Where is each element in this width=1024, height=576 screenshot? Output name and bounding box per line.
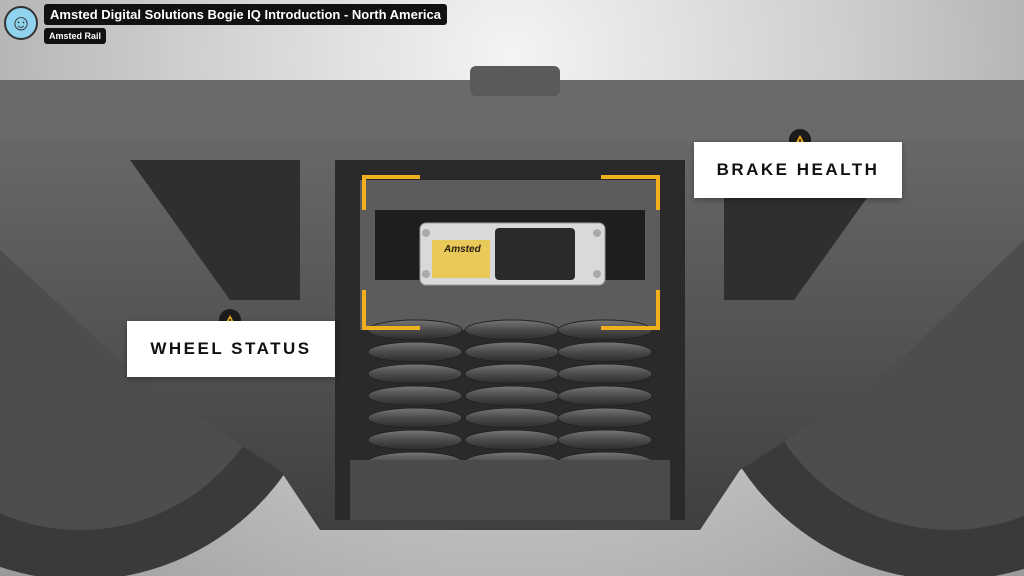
spring-coil: [367, 341, 463, 363]
springs: [367, 319, 653, 473]
spring-coil: [464, 407, 560, 429]
spring-coil: [557, 363, 653, 385]
video-title[interactable]: Amsted Digital Solutions Bogie IQ Introd…: [44, 4, 447, 25]
sensor-brand: Amsted: [444, 244, 481, 255]
spring-coil: [464, 319, 560, 341]
channel-name[interactable]: Amsted Rail: [44, 28, 107, 44]
spring-coil: [464, 385, 560, 407]
spring-coil: [367, 407, 463, 429]
spring-coil: [464, 341, 560, 363]
focus-brackets: [362, 175, 660, 330]
spring-coil: [367, 385, 463, 407]
spring-coil: [464, 429, 560, 451]
bogie-iq-sensor: [419, 222, 606, 286]
spring-coil: [367, 429, 463, 451]
spring-coil: [464, 363, 560, 385]
wheel-status-callout[interactable]: WHEEL STATUS: [127, 321, 335, 377]
sensor-label: [432, 240, 490, 278]
spring-coil: [557, 407, 653, 429]
spring-coil: [557, 385, 653, 407]
spring-coil: [557, 429, 653, 451]
brake-health-callout[interactable]: BRAKE HEALTH: [694, 142, 902, 198]
spring-coil: [367, 363, 463, 385]
spring-coil: [557, 341, 653, 363]
callout-label: BRAKE HEALTH: [716, 160, 880, 179]
video-header: ☺ Amsted Digital Solutions Bogie IQ Intr…: [4, 4, 447, 44]
callout-label: WHEEL STATUS: [150, 339, 312, 358]
channel-avatar[interactable]: ☺: [4, 6, 38, 40]
